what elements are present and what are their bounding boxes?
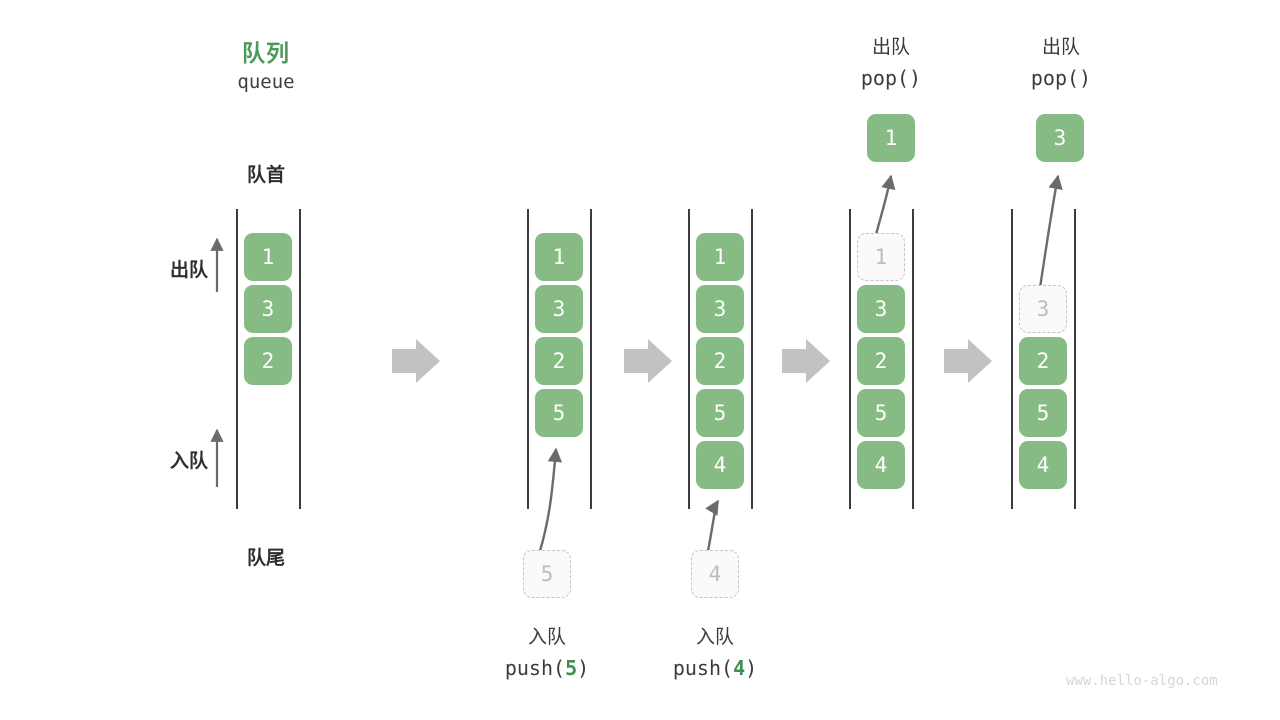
queue-cell: 1 (857, 233, 905, 281)
rail-left (236, 209, 238, 509)
label-enqueue: 入队 (169, 450, 208, 472)
incoming-cell: 4 (691, 550, 739, 598)
queue-cell: 4 (857, 441, 905, 489)
step-arrow-3 (782, 339, 830, 383)
caption-code: pop() (1030, 66, 1092, 90)
queue-cell: 2 (535, 337, 583, 385)
queue-cell: 3 (696, 285, 744, 333)
caption-code-suffix: ) (577, 656, 590, 680)
pop-1-arrow (873, 174, 896, 239)
queue-cell: 3 (857, 285, 905, 333)
queue-cell: 1 (696, 233, 744, 281)
caption-code: push(4) (645, 656, 785, 680)
queue-cell: 2 (1019, 337, 1067, 385)
caption-code: push(5) (477, 656, 617, 680)
pop-3-arrow (1038, 174, 1063, 289)
rail-right (590, 209, 592, 509)
popped-cell: 3 (1036, 114, 1084, 162)
queue-cell: 2 (857, 337, 905, 385)
rail-left (688, 209, 690, 509)
caption-cn: 出队 (1041, 36, 1080, 58)
queue-cell: 4 (1019, 441, 1067, 489)
label-rear: 队尾 (246, 547, 285, 569)
queue-cell: 2 (696, 337, 744, 385)
watermark: www.hello-algo.com (1066, 673, 1218, 689)
rail-left (527, 209, 529, 509)
page-title-en: queue (237, 71, 295, 93)
caption-code-prefix: push( (504, 656, 566, 680)
rail-right (751, 209, 753, 509)
caption-code-number: 5 (565, 656, 578, 680)
rail-left (849, 209, 851, 509)
queue-cell: 1 (535, 233, 583, 281)
rail-right (912, 209, 914, 509)
step-arrow-4 (944, 339, 992, 383)
push-5-arrow (538, 447, 563, 552)
queue-cell: 2 (244, 337, 292, 385)
caption-cn: 出队 (871, 36, 910, 58)
caption-code-prefix: push( (672, 656, 734, 680)
label-front: 队首 (246, 164, 285, 186)
queue-cell: 3 (535, 285, 583, 333)
queue-cell: 5 (1019, 389, 1067, 437)
queue-cell: 3 (244, 285, 292, 333)
step-arrow-2 (624, 339, 672, 383)
queue-cell: 3 (1019, 285, 1067, 333)
caption-cn: 入队 (527, 626, 566, 648)
queue-cell: 5 (857, 389, 905, 437)
incoming-cell: 5 (523, 550, 571, 598)
caption-code-number: 4 (733, 656, 746, 680)
caption-cn: 入队 (695, 626, 734, 648)
queue-cell: 1 (244, 233, 292, 281)
label-dequeue: 出队 (169, 259, 208, 281)
queue-cell: 5 (535, 389, 583, 437)
queue-cell: 4 (696, 441, 744, 489)
caption-code-suffix: ) (745, 656, 758, 680)
push-4-arrow (705, 499, 720, 552)
popped-cell: 1 (867, 114, 915, 162)
caption-code: pop() (860, 66, 922, 90)
step-arrow-1 (392, 339, 440, 383)
page-title-cn: 队列 (242, 41, 290, 67)
rail-right (299, 209, 301, 509)
rail-right (1074, 209, 1076, 509)
queue-cell: 5 (696, 389, 744, 437)
rail-left (1011, 209, 1013, 509)
